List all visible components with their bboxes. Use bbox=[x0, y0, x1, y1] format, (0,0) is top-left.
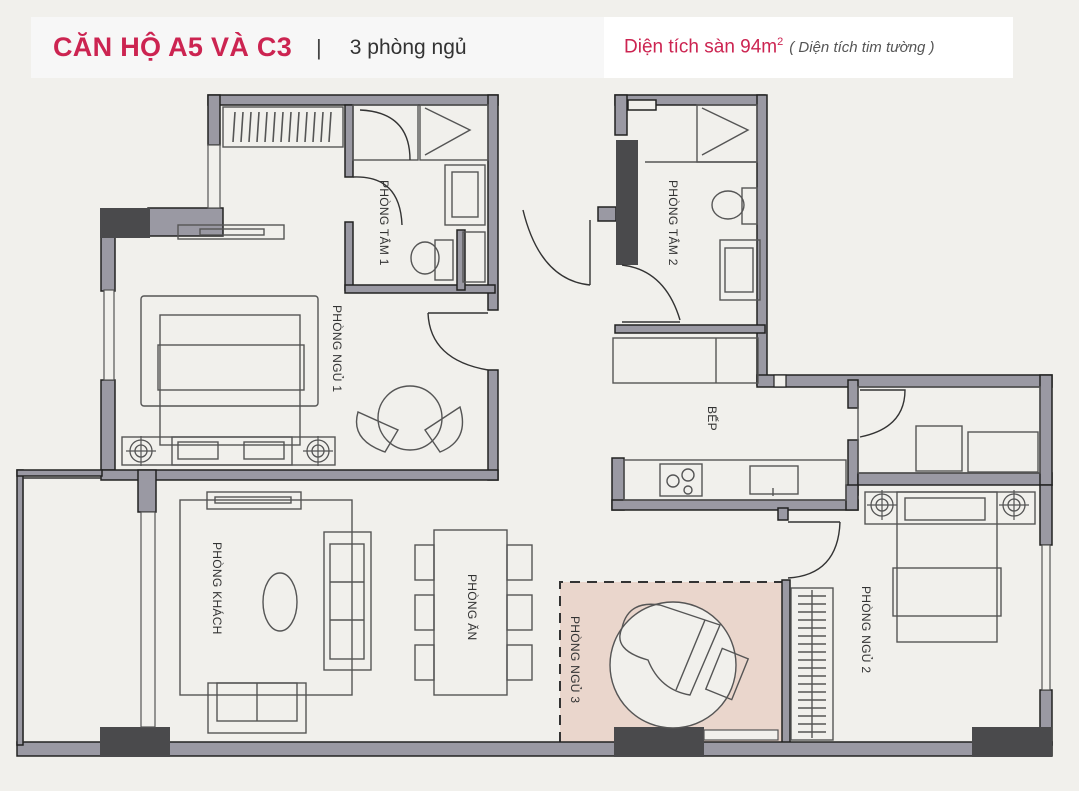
label-bathroom-1: PHÒNG TẮM 1 bbox=[377, 180, 392, 266]
label-bedroom-3: PHÒNG NGỦ 3 bbox=[568, 616, 583, 703]
title-separator: | bbox=[316, 34, 322, 60]
floor-area-unit-sup: 2 bbox=[777, 36, 784, 49]
floor-area-note: ( Diện tích tim tường ) bbox=[789, 39, 935, 56]
floor-area-value: Diện tích sàn 94m bbox=[624, 36, 778, 58]
lamp-icon bbox=[302, 435, 334, 467]
header-area-panel: Diện tích sàn 94m2 ( Diện tích tim tường… bbox=[604, 17, 1013, 78]
apartment-title: CĂN HỘ A5 VÀ C3 bbox=[53, 32, 293, 62]
label-bathroom-2: PHÒNG TẮM 2 bbox=[666, 180, 681, 266]
plan-header: CĂN HỘ A5 VÀ C3 | 3 phòng ngủ Diện tích … bbox=[31, 17, 1013, 78]
floor-area: Diện tích sàn 94m2 bbox=[624, 36, 783, 58]
label-dining-room: PHÒNG ĂN bbox=[465, 574, 480, 640]
structural-columns bbox=[100, 140, 1052, 757]
header-title-panel: CĂN HỘ A5 VÀ C3 | 3 phòng ngủ bbox=[31, 17, 604, 78]
lamp-icon bbox=[866, 489, 898, 521]
lamp-icon bbox=[125, 435, 157, 467]
wardrobe-1 bbox=[222, 106, 344, 148]
label-kitchen: BẾP bbox=[705, 406, 720, 431]
walls bbox=[16, 94, 1053, 757]
label-bedroom-2: PHÒNG NGỦ 2 bbox=[859, 586, 874, 673]
label-bedroom-1: PHÒNG NGỦ 1 bbox=[330, 305, 345, 392]
bedroom-count: 3 phòng ngủ bbox=[349, 35, 467, 59]
lamp-icon bbox=[998, 489, 1030, 521]
label-living-room: PHÒNG KHÁCH bbox=[210, 542, 225, 635]
windows bbox=[103, 144, 1051, 741]
